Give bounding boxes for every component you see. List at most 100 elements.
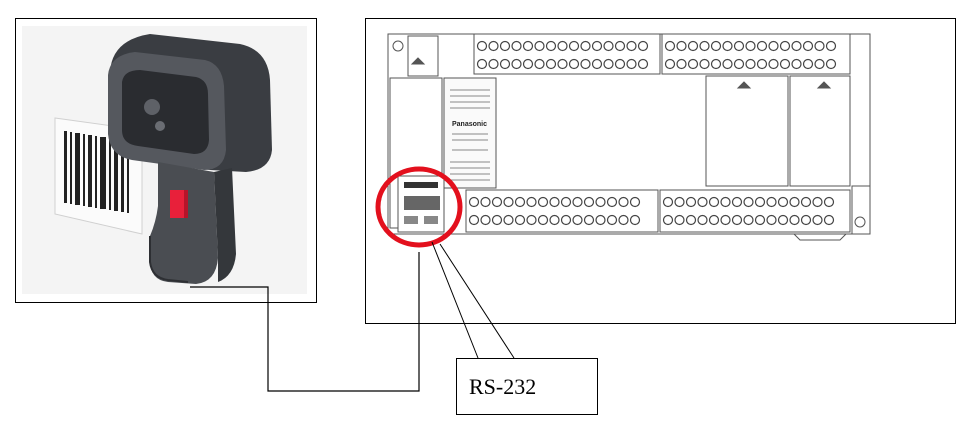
terminal-screw [606,196,618,208]
trigger-button [170,190,186,218]
terminal-screw [664,58,676,70]
terminal-screw [591,40,603,52]
terminal-screw [733,58,745,70]
barcode-scanner-icon [108,34,272,284]
terminal-screw [697,214,708,226]
terminal-screw [823,196,835,208]
terminal-screw [614,58,626,70]
terminal-screw [674,214,685,226]
terminal-screw [491,214,503,226]
terminal-screw [789,214,800,226]
terminal-screw [572,196,583,208]
terminal-screw [549,214,560,226]
terminal-screw [699,58,710,70]
connection-cable [190,252,420,392]
terminal-screw [800,214,812,226]
terminal-screw [583,214,595,226]
terminal-screw [580,40,591,52]
terminal-screw [591,58,603,70]
terminal-screw [802,58,814,70]
terminal-screw [800,196,812,208]
terminal-screw [468,196,480,208]
terminal-screw [779,40,791,52]
terminal-screw [480,214,491,226]
terminal-screw [526,196,537,208]
terminal-screw [560,214,572,226]
callout-leader [431,241,515,359]
terminal-screw [687,40,699,52]
terminal-screw [685,196,697,208]
terminal-screw [722,58,733,70]
terminal-screw [618,214,629,226]
terminal-screw [708,214,720,226]
terminal-screw [745,40,756,52]
terminal-screw [595,214,606,226]
terminal-screw [766,214,777,226]
rs232-label: RS-232 [456,358,598,415]
terminal-screw [823,214,835,226]
terminal-screw [664,40,676,52]
terminal-screw [699,40,710,52]
terminal-screw [779,58,791,70]
terminal-screw [514,196,526,208]
terminal-screw [814,40,825,52]
terminal-screw [674,196,685,208]
terminal-screw [708,196,720,208]
terminal-screw [476,58,488,70]
terminal-screw [629,214,641,226]
terminal-screw [731,214,743,226]
terminal-screw [468,214,480,226]
terminal-screw [626,40,637,52]
terminal-screw [756,58,768,70]
terminal-screw [789,196,800,208]
terminal-screw [545,40,557,52]
terminal-screw [791,58,802,70]
terminal-screw [662,196,674,208]
terminal-screw [731,196,743,208]
terminal-screw [534,40,545,52]
terminal-screw [522,40,534,52]
terminal-screw [629,196,641,208]
terminal-screw [488,40,499,52]
terminal-screw [802,40,814,52]
terminal-screw [756,40,768,52]
terminal-screw [626,58,637,70]
terminal-screw [754,214,766,226]
terminal-screw [720,196,731,208]
terminal-screw [710,58,722,70]
terminal-screw [580,58,591,70]
terminal-screw [476,40,488,52]
terminal-screw [526,214,537,226]
terminal-screw [499,58,511,70]
terminal-screw [825,58,837,70]
terminal-screw [488,58,499,70]
rs232-port-icon [404,182,440,224]
terminal-screw [733,40,745,52]
terminal-screw [549,196,560,208]
terminal-screw [503,196,514,208]
terminal-screw [637,58,649,70]
terminal-screw [720,214,731,226]
terminal-screw [743,196,754,208]
terminal-screw [710,40,722,52]
terminal-screw [522,58,534,70]
terminal-screw [614,40,626,52]
plc-brand-label: Panasonic [452,121,487,128]
terminal-screw [511,40,522,52]
terminal-screw [560,196,572,208]
terminal-screw [637,40,649,52]
terminal-screw [480,196,491,208]
terminal-screw [662,214,674,226]
plc-label-lines [450,89,490,181]
terminal-screw [545,58,557,70]
terminal-screw [514,214,526,226]
terminal-screw [503,214,514,226]
terminal-screw [687,58,699,70]
terminal-screw [534,58,545,70]
terminal-screw [557,58,568,70]
terminal-screw [791,40,802,52]
terminal-screw [603,40,614,52]
terminal-screw [537,214,549,226]
terminal-screw [685,214,697,226]
